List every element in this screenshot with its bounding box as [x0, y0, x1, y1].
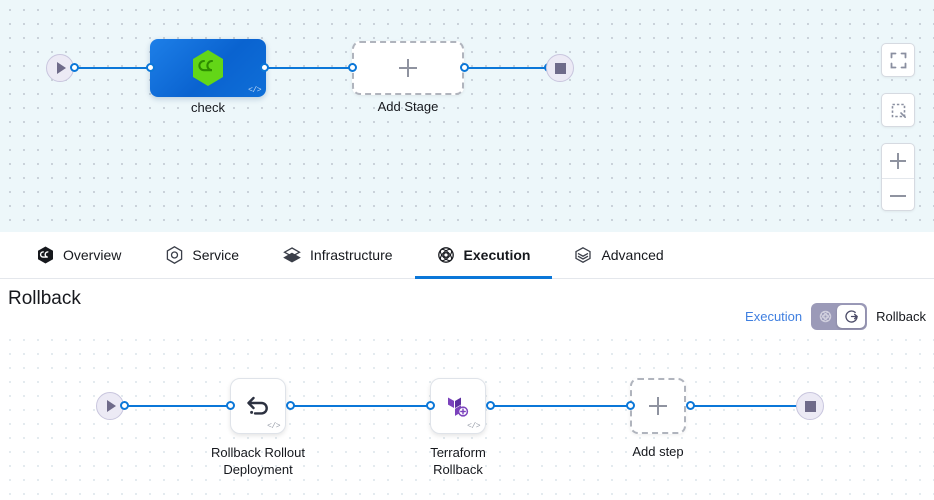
tab-label: Execution [463, 247, 531, 263]
fit-to-screen-button[interactable] [881, 43, 915, 77]
edge-start-to-step1 [124, 405, 230, 407]
plus-icon [649, 397, 667, 415]
step-node-terraform-rollback[interactable]: </> [430, 378, 486, 434]
tab-service[interactable]: Service [143, 232, 261, 278]
toggle-label-execution[interactable]: Execution [745, 309, 803, 324]
port-check-in[interactable] [146, 63, 155, 72]
stop-icon [804, 400, 816, 412]
tab-execution[interactable]: Execution [414, 232, 553, 279]
dashed-square-icon [891, 103, 906, 118]
layers-icon [283, 246, 301, 264]
pipeline-start-node[interactable] [46, 54, 74, 82]
toggle-label-rollback[interactable]: Rollback [876, 309, 926, 324]
page-title: Rollback [8, 288, 81, 309]
edge-start-to-check [74, 67, 154, 69]
stage-label-check: check [191, 100, 225, 115]
advanced-cube-icon [574, 246, 592, 264]
plus-icon [399, 59, 417, 77]
tab-label: Service [192, 247, 240, 263]
toggle-knob[interactable] [837, 305, 866, 328]
edge-step1-to-step2 [290, 405, 430, 407]
port-addstage-out[interactable] [460, 63, 469, 72]
add-stage-node[interactable] [352, 41, 464, 95]
zoom-controls[interactable] [881, 143, 915, 211]
stage-node-check[interactable]: </> [150, 39, 266, 97]
add-stage-label: Add Stage [377, 99, 439, 114]
stage-canvas[interactable]: </> check Add Stage [0, 0, 934, 232]
code-badge: </> [467, 422, 480, 431]
tab-infrastructure[interactable]: Infrastructure [261, 232, 414, 278]
rollback-step-canvas[interactable]: </> Rollback Rollout Deployment </> Terr… [0, 330, 934, 500]
fullscreen-icon [890, 52, 906, 68]
selection-box-button[interactable] [881, 93, 915, 127]
edge-step2-to-addstep [490, 405, 630, 407]
execution-atom-icon [819, 310, 832, 323]
add-step-node[interactable] [630, 378, 686, 434]
port-step2-in[interactable] [426, 401, 435, 410]
edge-addstage-to-end [464, 67, 548, 69]
port-step1-in[interactable] [226, 401, 235, 410]
play-icon [107, 400, 116, 412]
undo-arrow-icon [247, 396, 268, 415]
harness-hexagon-icon [36, 246, 54, 264]
edge-check-to-addstage [264, 67, 352, 69]
tab-label: Overview [63, 247, 122, 263]
plus-icon [890, 153, 906, 169]
rollback-header [0, 279, 934, 330]
code-badge: </> [267, 422, 280, 431]
harness-hexagon-icon [191, 49, 225, 87]
port-addstage-in[interactable] [348, 63, 357, 72]
tab-label: Advanced [601, 247, 664, 263]
port-step1-out[interactable] [286, 401, 295, 410]
add-step-label: Add step [632, 444, 684, 459]
rollback-arrow-icon [844, 310, 858, 323]
port-step2-out[interactable] [486, 401, 495, 410]
step-label-rollback-rollout-deployment: Rollback Rollout Deployment [211, 445, 305, 477]
execution-atom-icon [437, 246, 455, 264]
execution-rollback-toggle[interactable] [811, 303, 868, 330]
port-start-out[interactable] [70, 63, 79, 72]
stage-tabs[interactable]: Overview Service Infrastructure [0, 232, 934, 279]
rollback-end-node[interactable] [796, 392, 824, 420]
service-hexagon-icon [165, 246, 183, 264]
execution-rollback-toggle-group[interactable]: Execution Rollback [745, 303, 926, 330]
stop-icon [554, 62, 566, 74]
tab-label: Infrastructure [310, 247, 393, 263]
terraform-rollback-icon [448, 397, 469, 417]
edge-addstep-to-end [690, 405, 804, 407]
zoom-in-button[interactable] [882, 144, 914, 178]
play-icon [57, 62, 66, 74]
step-node-rollback-rollout-deployment[interactable]: </> [230, 378, 286, 434]
tab-overview[interactable]: Overview [14, 232, 143, 278]
minus-icon [890, 188, 906, 204]
zoom-out-button[interactable] [882, 178, 914, 210]
port-addstep-out[interactable] [686, 401, 695, 410]
port-rb-start-out[interactable] [120, 401, 129, 410]
pipeline-end-node[interactable] [546, 54, 574, 82]
port-check-out[interactable] [260, 63, 269, 72]
step-label-terraform-rollback: Terraform Rollback [430, 445, 486, 477]
code-badge: </> [248, 86, 261, 95]
tab-advanced[interactable]: Advanced [552, 232, 685, 278]
port-addstep-in[interactable] [626, 401, 635, 410]
